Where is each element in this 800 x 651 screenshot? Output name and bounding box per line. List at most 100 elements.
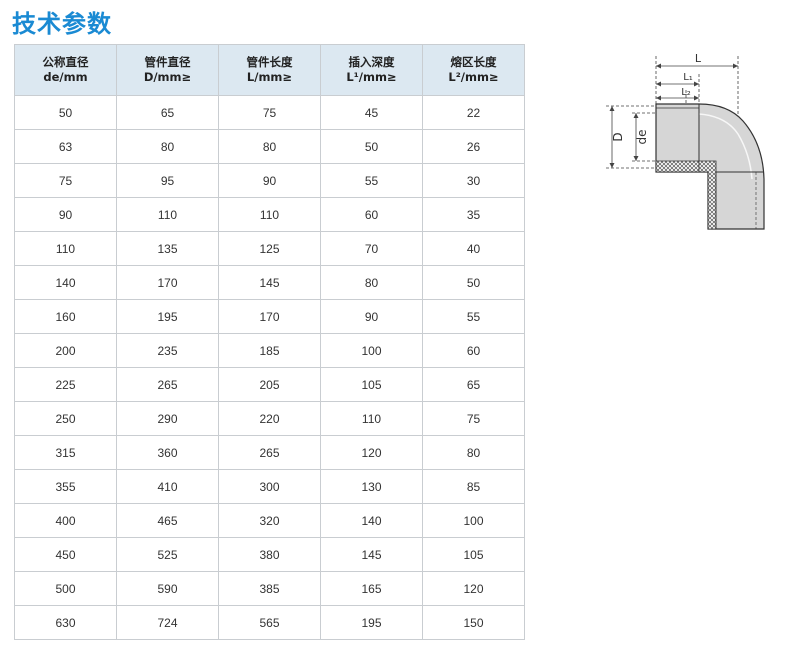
dimension-D: D: [606, 105, 656, 169]
table-cell: 320: [218, 503, 321, 538]
col-header-line2: L²/mm≥: [448, 70, 499, 84]
table-cell: 300: [218, 469, 321, 504]
table-cell: 195: [116, 299, 219, 334]
table-cell: 724: [116, 605, 219, 640]
table-cell: 385: [218, 571, 321, 606]
table-cell: 195: [320, 605, 423, 640]
col-header-fusion-length: 熔区长度 L²/mm≥: [422, 44, 525, 96]
elbow-fitting-diagram: L L₁ L₂ D de: [606, 52, 765, 230]
table-cell: 410: [116, 469, 219, 504]
table-cell: 95: [116, 163, 219, 198]
table-cell: 250: [14, 401, 117, 436]
table-cell: 26: [422, 129, 525, 164]
label-L2: L₂: [681, 87, 691, 98]
table-cell: 90: [218, 163, 321, 198]
label-de: de: [635, 130, 649, 145]
dimension-L1: L₁: [656, 72, 700, 104]
table-cell: 50: [14, 95, 117, 130]
table-cell: 75: [422, 401, 525, 436]
table-cell: 265: [116, 367, 219, 402]
table-cell: 145: [218, 265, 321, 300]
table-cell: 90: [320, 299, 423, 334]
table-cell: 160: [14, 299, 117, 334]
col-header-line2: D/mm≥: [143, 70, 192, 84]
table-cell: 200: [14, 333, 117, 368]
table-cell: 140: [14, 265, 117, 300]
table-cell: 60: [422, 333, 525, 368]
table-cell: 75: [14, 163, 117, 198]
table-cell: 110: [320, 401, 423, 436]
col-header-line1: 管件直径: [144, 55, 191, 69]
table-cell: 65: [422, 367, 525, 402]
col-header-line1: 管件长度: [246, 55, 293, 69]
table-cell: 100: [422, 503, 525, 538]
table-cell: 90: [14, 197, 117, 232]
table-header-row: 公称直径 de/mm 管件直径 D/mm≥ 管件长度 L/mm≥ 插入深度 L¹…: [14, 44, 525, 96]
table-cell: 50: [320, 129, 423, 164]
table-cell: 315: [14, 435, 117, 470]
table-cell: 355: [14, 469, 117, 504]
dimension-L2: L₂: [656, 87, 699, 104]
table-cell: 185: [218, 333, 321, 368]
table-cell: 105: [422, 537, 525, 572]
table-cell: 450: [14, 537, 117, 572]
table-cell: 130: [320, 469, 423, 504]
table-cell: 110: [14, 231, 117, 266]
table-cell: 360: [116, 435, 219, 470]
label-D: D: [611, 132, 625, 141]
table-cell: 80: [116, 129, 219, 164]
table-cell: 525: [116, 537, 219, 572]
col-header-fitting-diameter: 管件直径 D/mm≥: [116, 44, 219, 96]
table-cell: 85: [422, 469, 525, 504]
table-cell: 30: [422, 163, 525, 198]
table-cell: 265: [218, 435, 321, 470]
table-cell: 380: [218, 537, 321, 572]
table-cell: 170: [218, 299, 321, 334]
table-cell: 110: [116, 197, 219, 232]
page-title: 技术参数: [12, 10, 112, 38]
table-cell: 70: [320, 231, 423, 266]
col-header-insertion-depth: 插入深度 L¹/mm≥: [320, 44, 423, 96]
table-cell: 125: [218, 231, 321, 266]
col-header-line1: 公称直径: [42, 55, 89, 69]
table-cell: 63: [14, 129, 117, 164]
col-header-fitting-length: 管件长度 L/mm≥: [218, 44, 321, 96]
table-cell: 35: [422, 197, 525, 232]
table-cell: 135: [116, 231, 219, 266]
table-cell: 60: [320, 197, 423, 232]
table-cell: 140: [320, 503, 423, 538]
col-header-line1: 插入深度: [348, 55, 395, 69]
table-cell: 120: [320, 435, 423, 470]
table-cell: 235: [116, 333, 219, 368]
table-cell: 145: [320, 537, 423, 572]
table-cell: 55: [422, 299, 525, 334]
table-cell: 80: [422, 435, 525, 470]
label-L1: L₁: [683, 72, 693, 83]
dimension-de: de: [632, 112, 656, 162]
table-cell: 45: [320, 95, 423, 130]
table-cell: 290: [116, 401, 219, 436]
table-cell: 120: [422, 571, 525, 606]
table-cell: 22: [422, 95, 525, 130]
table-cell: 500: [14, 571, 117, 606]
table-cell: 165: [320, 571, 423, 606]
spec-table: 公称直径 de/mm 管件直径 D/mm≥ 管件长度 L/mm≥ 插入深度 L¹…: [14, 44, 525, 640]
table-cell: 220: [218, 401, 321, 436]
col-header-line2: L¹/mm≥: [346, 70, 397, 84]
